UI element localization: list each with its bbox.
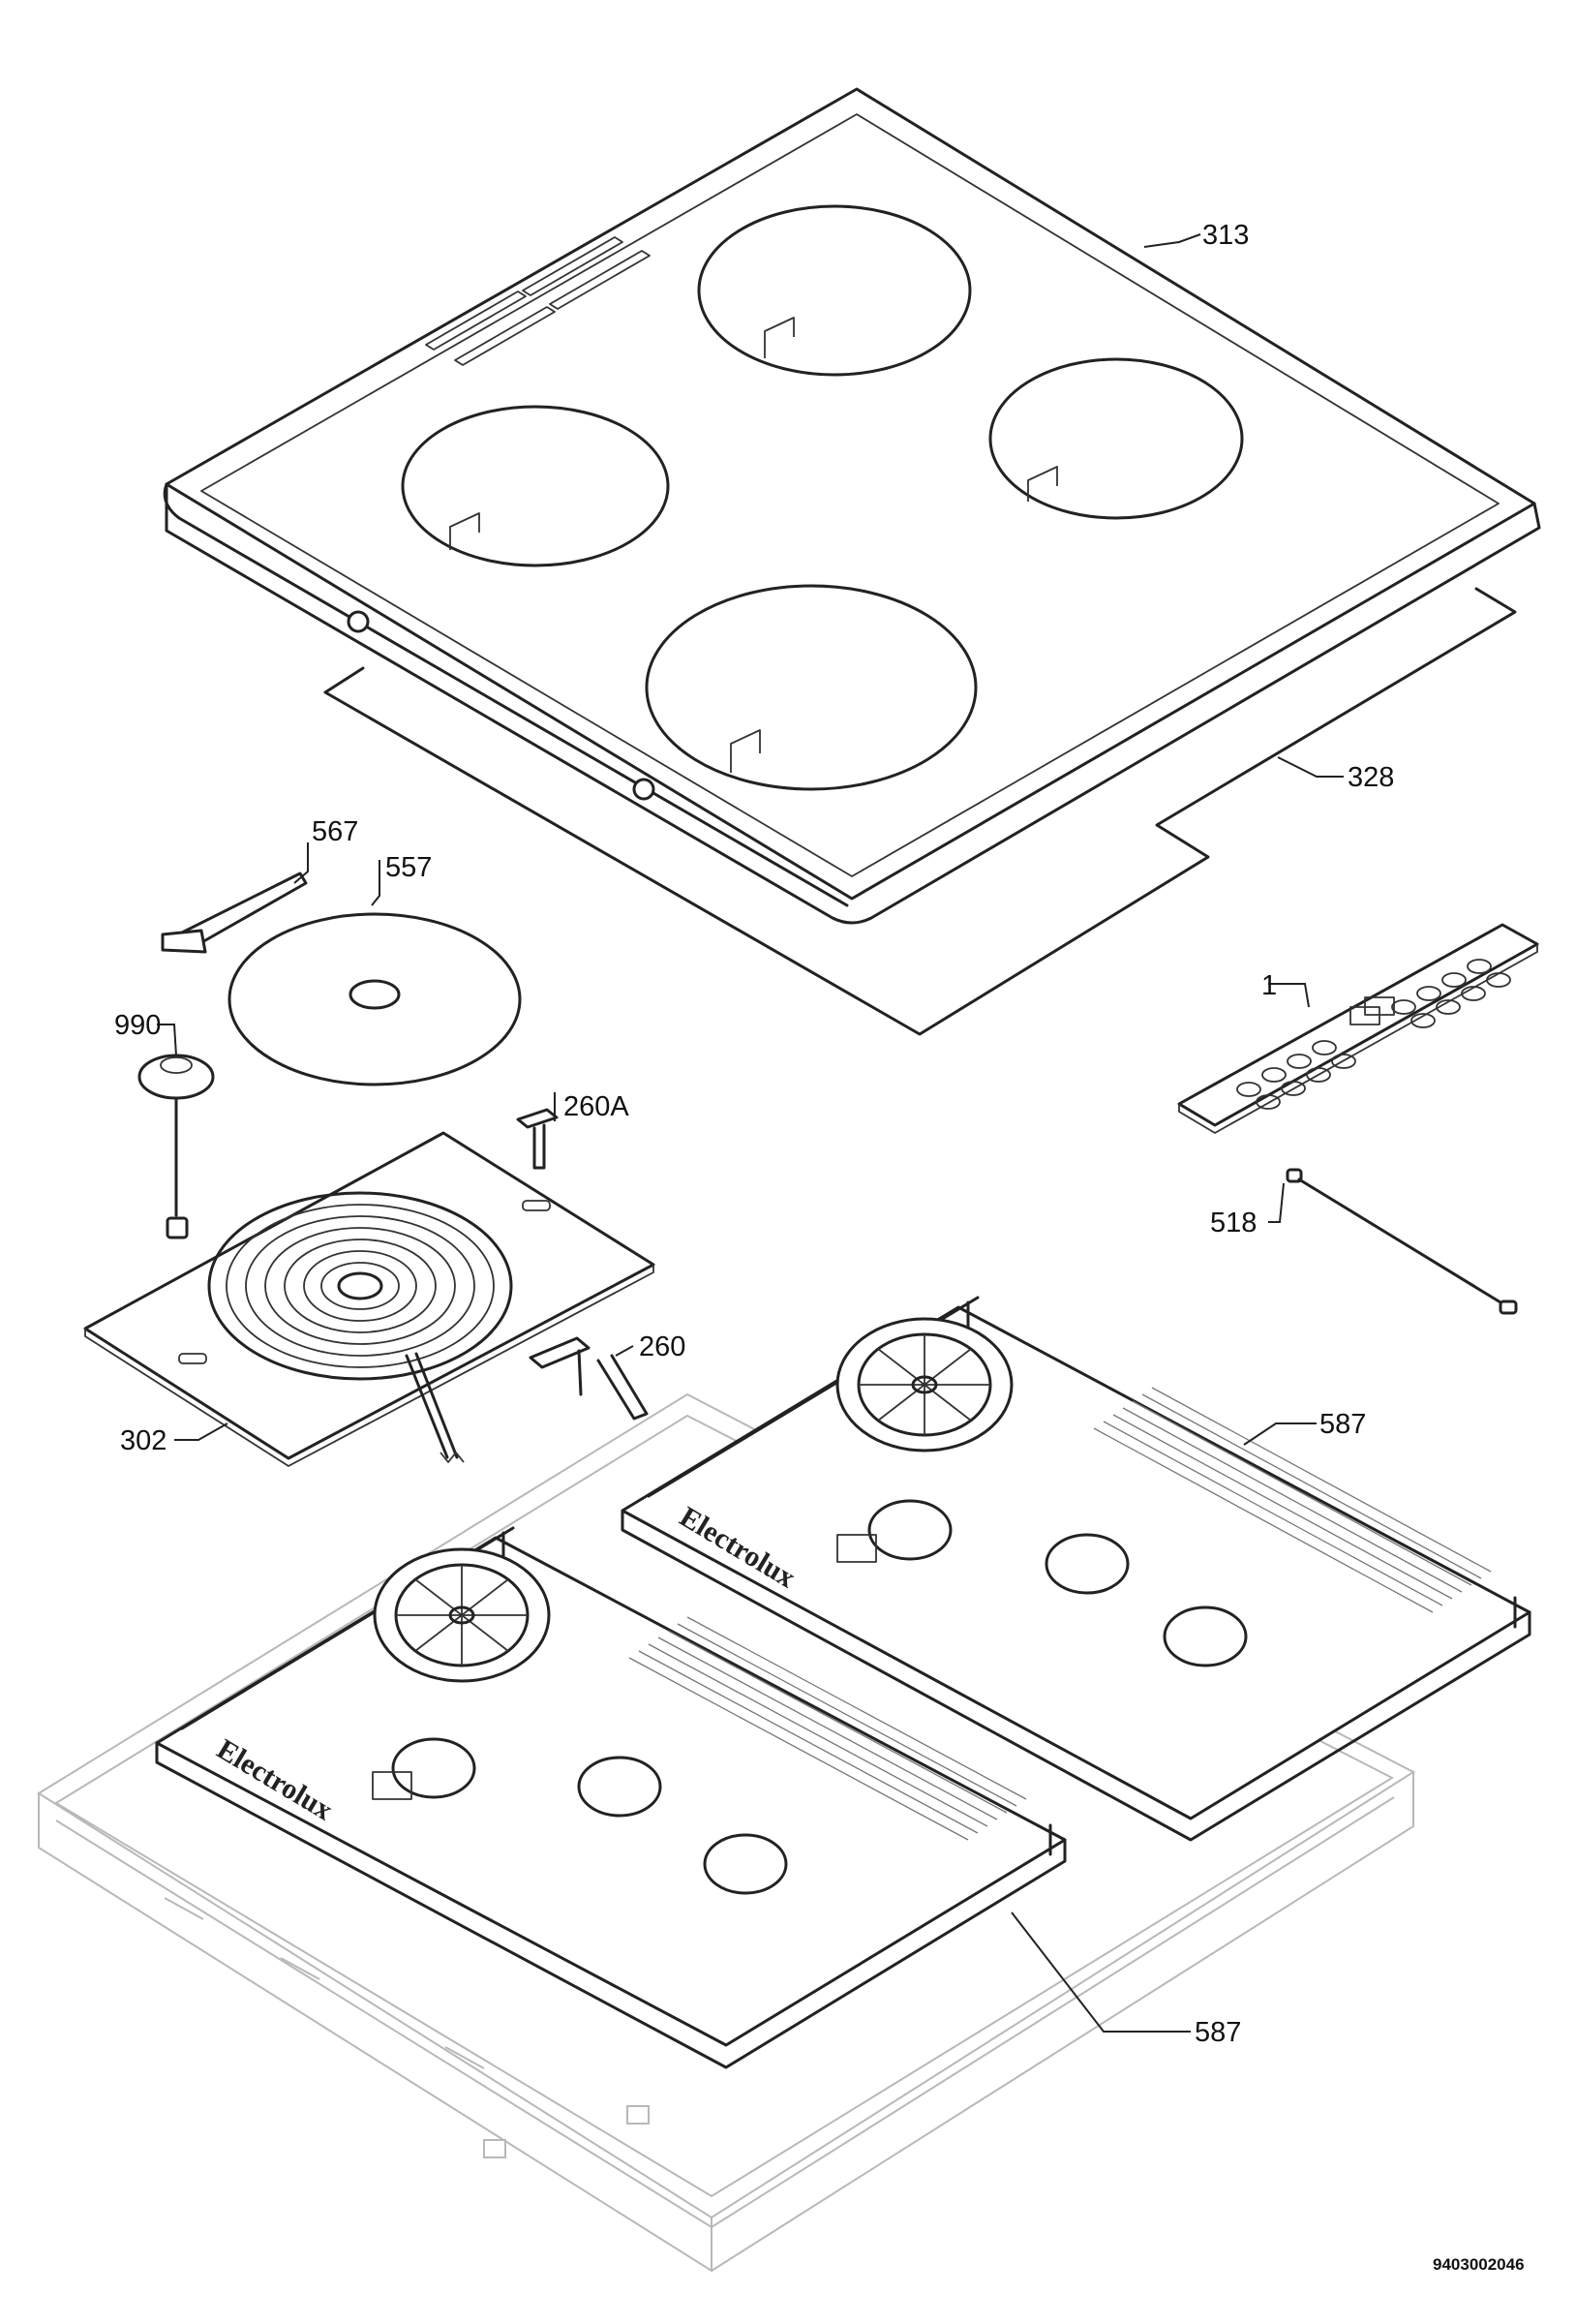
callout-518: 518 [1210, 1208, 1257, 1238]
callout-567: 567 [312, 816, 358, 847]
callout-labels: 313 328 567 557 1 990 260A 518 260 302 5… [114, 220, 1394, 2048]
thermal-clip [161, 872, 308, 954]
callout-1: 1 [1261, 970, 1277, 1001]
callout-260a: 260A [563, 1091, 629, 1122]
fixing-pin [516, 1108, 559, 1170]
callout-313: 313 [1202, 220, 1249, 251]
callout-260: 260 [639, 1331, 685, 1362]
callout-587-upper: 587 [1319, 1409, 1366, 1440]
leader-lines [157, 233, 1344, 2033]
sensor-cable [1286, 1168, 1518, 1315]
retaining-clip [529, 1336, 649, 1421]
callout-990: 990 [114, 1010, 161, 1041]
ceramic-hob-top [163, 87, 1541, 925]
callout-302: 302 [120, 1425, 167, 1456]
generator-module-rear: Electrolux [621, 1296, 1531, 1842]
temperature-sensor [137, 1054, 215, 1239]
callout-557: 557 [385, 852, 432, 883]
callout-587-lower: 587 [1195, 2017, 1241, 2048]
generator-module-front: Electrolux [155, 1526, 1067, 2069]
callout-328: 328 [1348, 762, 1394, 793]
induction-coil-plate [83, 1131, 655, 1467]
control-board [1177, 923, 1539, 1134]
seal-gasket [323, 587, 1517, 1036]
document-code: 9403002046 [1433, 2255, 1525, 2274]
bottom-housing [37, 1392, 1416, 2273]
mica-disk [227, 912, 522, 1086]
